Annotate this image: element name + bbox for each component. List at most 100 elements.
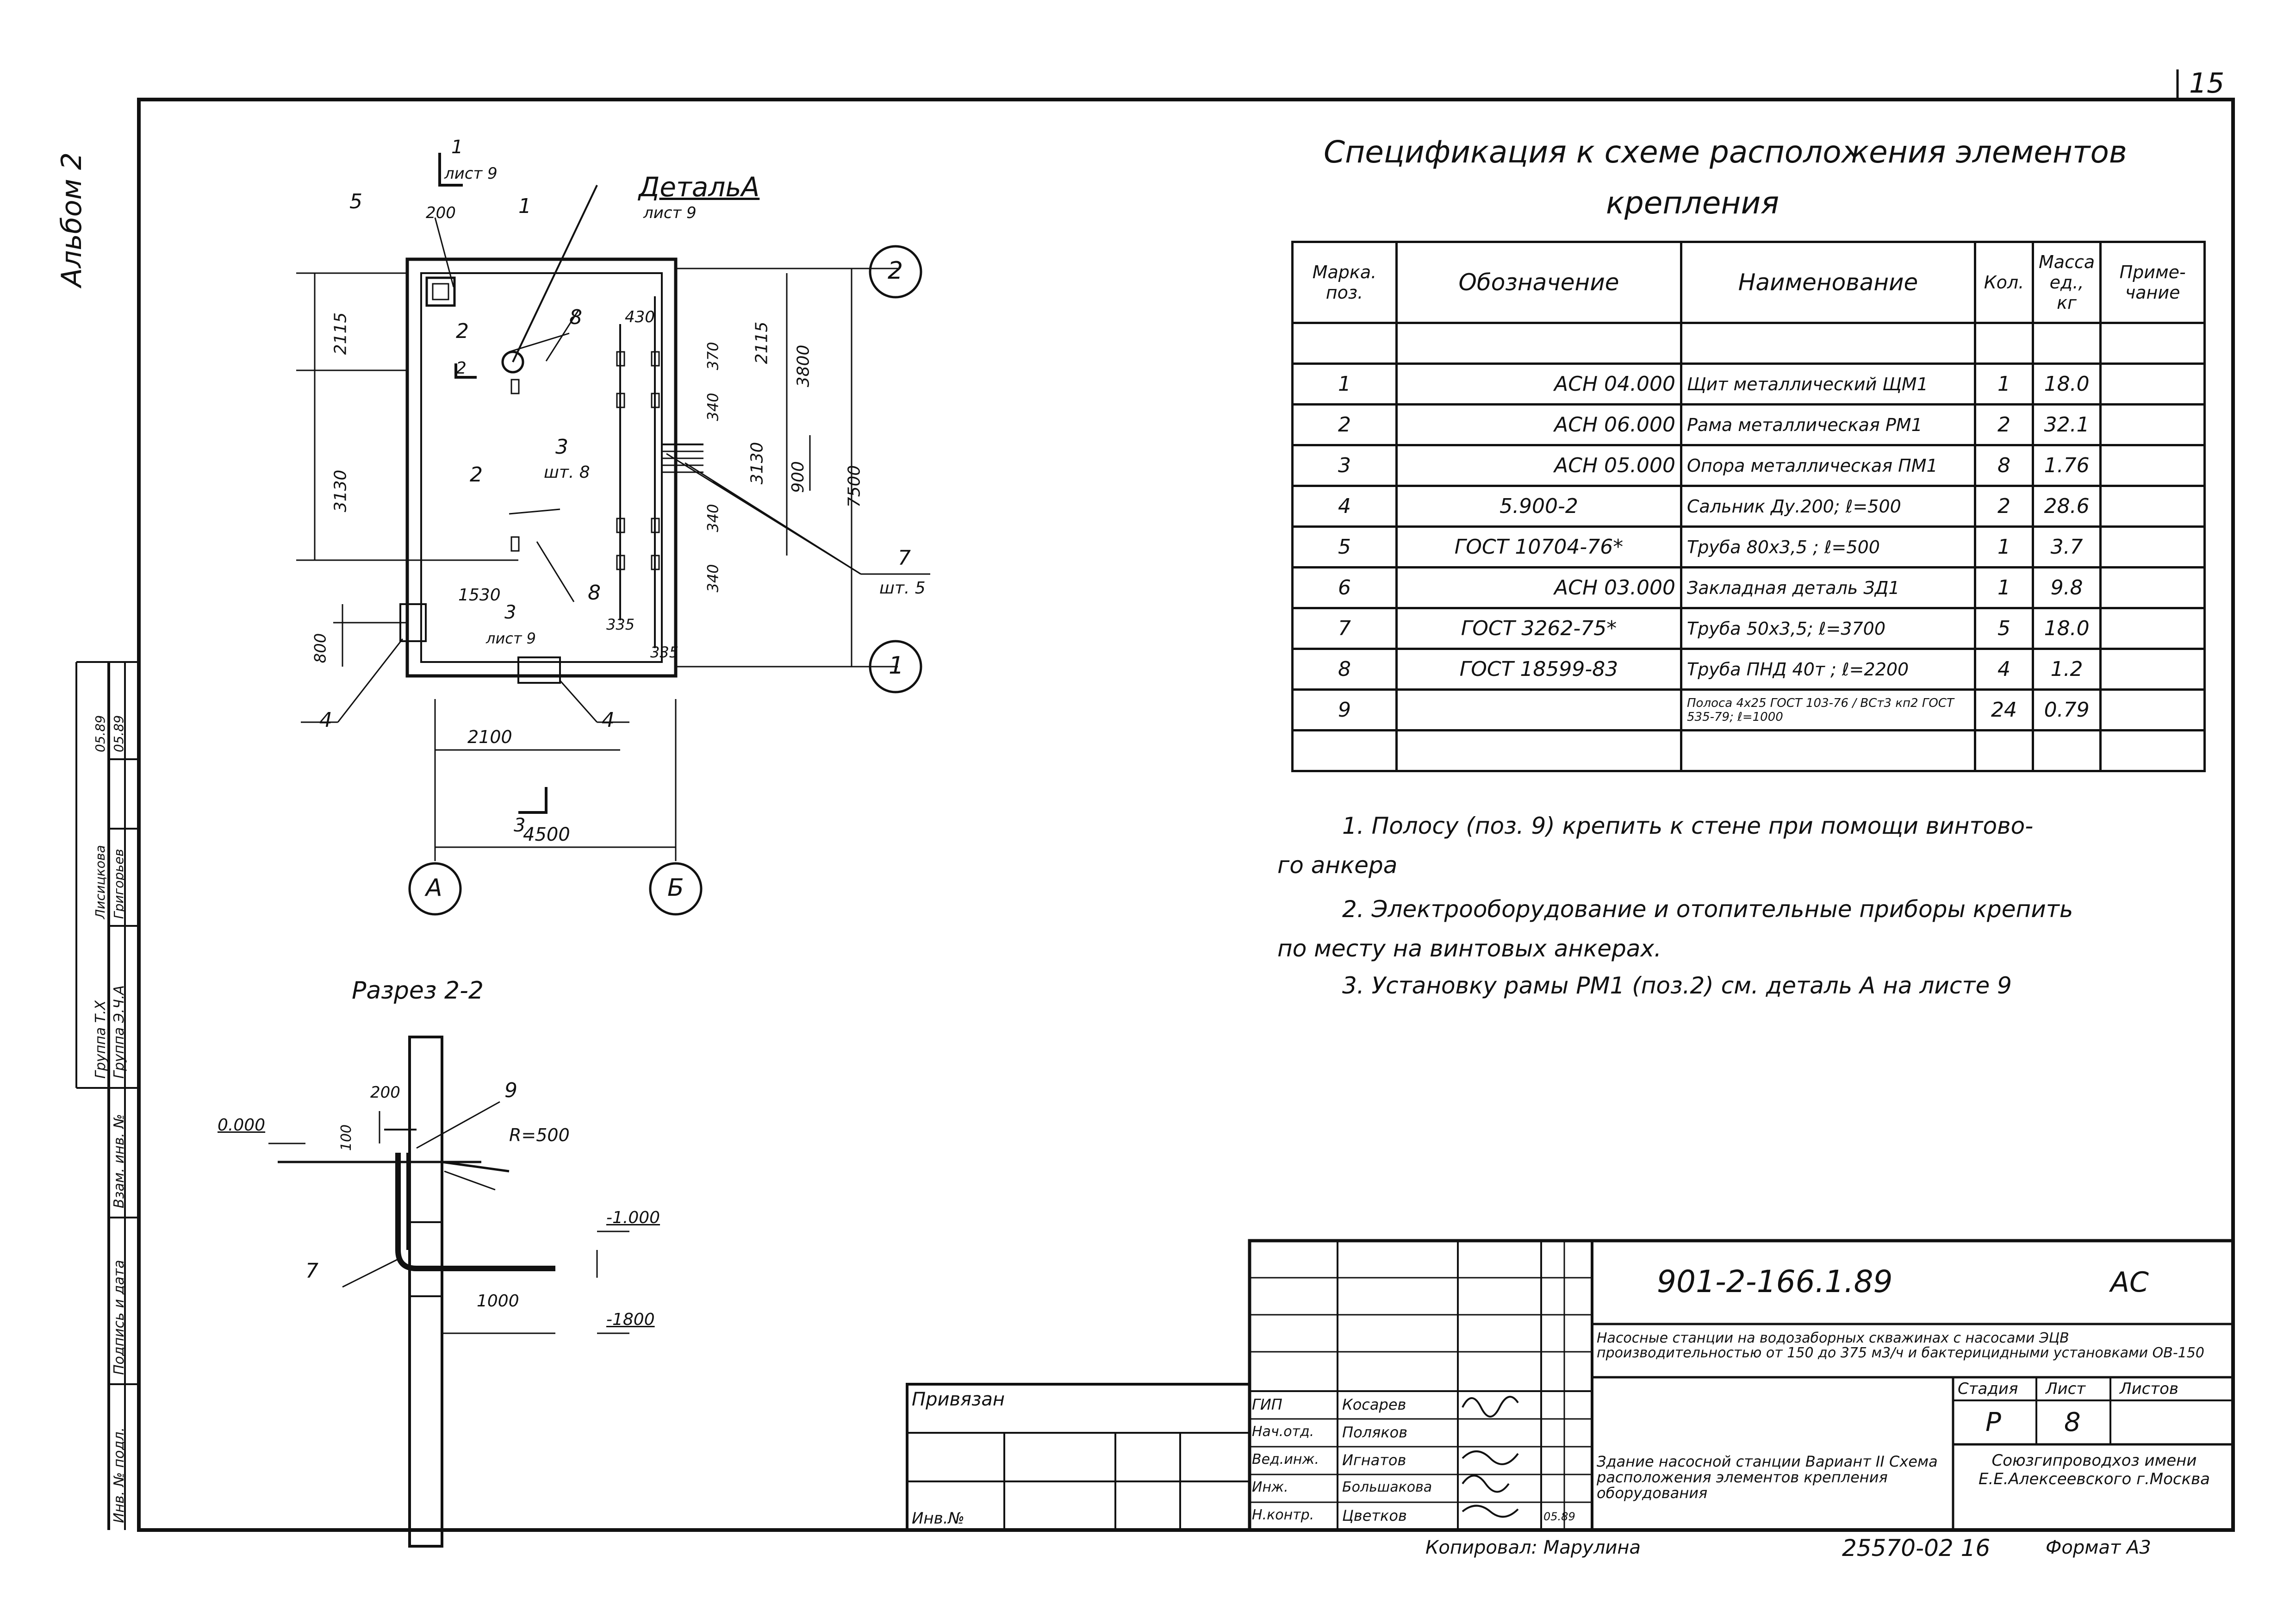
table-row: 2 АСН 06.000 Рама металлическая РМ1 2 32… <box>1291 403 2206 446</box>
row-mark: 7 <box>1291 607 1398 650</box>
sleeve-bottom <box>517 656 561 684</box>
axis-bubble-1 <box>869 640 922 693</box>
note-1b: го анкера <box>1277 852 1398 879</box>
section-wall <box>408 1036 443 1548</box>
sheets-label: Листов <box>2120 1380 2179 1398</box>
col-designation: Обозначение <box>1395 241 1682 324</box>
stage-value: Р <box>1985 1407 2001 1437</box>
note-3: 3. Установку рамы РМ1 (поз.2) см. деталь… <box>1342 972 2012 999</box>
dim-900: 900 <box>788 461 808 493</box>
table-row <box>1291 322 2206 365</box>
section-mark-9: 9 <box>504 1079 517 1102</box>
row-name: Опора металлическая ПМ1 <box>1680 444 1976 487</box>
row-designation: ГОСТ 3262-75* <box>1395 607 1682 650</box>
dim-340a: 340 <box>704 393 722 421</box>
mark-8b: 8 <box>588 581 601 605</box>
cut3-label-b: 3 <box>514 815 526 836</box>
axis-label-B: Б <box>667 874 684 902</box>
section-mark-7: 7 <box>305 1259 318 1283</box>
spec-table: Марка. поз. Обозначение Наименование Кол… <box>1291 241 2206 772</box>
note-1: 1. Полосу (поз. 9) крепить к стене при п… <box>1342 812 2034 839</box>
margin-name2: Григорьев <box>111 849 126 919</box>
row-mass: 3.7 <box>2031 525 2102 568</box>
table-row: 8 ГОСТ 18599-83 Труба ПНД 40т ; ℓ=2200 4… <box>1291 648 2206 691</box>
format-label: Формат А3 <box>2046 1537 2151 1558</box>
cut3-sheet: лист 9 <box>486 630 536 647</box>
dim-800: 800 <box>311 633 330 663</box>
plan-outer-wall <box>405 257 678 678</box>
col-mass: Масса ед., кг <box>2031 241 2102 324</box>
row-mark: 5 <box>1291 525 1398 568</box>
row-name: Труба 50х3,5; ℓ=3700 <box>1680 607 1976 650</box>
row-note <box>2099 362 2206 406</box>
col-name: Наименование <box>1680 241 1976 324</box>
mark-8a: 8 <box>569 306 582 329</box>
row-qty: 1 <box>1974 362 2034 406</box>
role-gip: ГИП <box>1252 1396 1282 1413</box>
row-note <box>2099 403 2206 446</box>
section-elev0: 0.000 <box>218 1116 266 1135</box>
row-note <box>2099 485 2206 528</box>
mark-4b: 4 <box>602 708 615 732</box>
table-row: 7 ГОСТ 3262-75* Труба 50х3,5; ℓ=3700 5 1… <box>1291 607 2206 650</box>
row-designation: АСН 05.000 <box>1395 444 1682 487</box>
note-2: 2. Электрооборудование и отопительные пр… <box>1342 896 2073 923</box>
margin-vzam: Взам. инв. № <box>111 1114 127 1208</box>
dim-3130b: 3130 <box>747 442 767 485</box>
dim-7500: 7500 <box>845 465 864 508</box>
mark-7: 7 <box>898 546 911 570</box>
shield-mark-1 <box>425 276 456 307</box>
spec-title-line2: крепления <box>1606 185 1780 221</box>
project-title: Насосные станции на водозаборных скважин… <box>1597 1330 2204 1361</box>
cut1-sheet: лист 9 <box>444 164 498 183</box>
margin-group-tx: Группа Т.Х <box>93 1000 109 1079</box>
row-name: Рама металлическая РМ1 <box>1680 403 1976 446</box>
row-mass: 1.76 <box>2031 444 2102 487</box>
row-designation: АСН 03.000 <box>1395 566 1682 609</box>
row-designation: АСН 06.000 <box>1395 403 1682 446</box>
row-mark: 6 <box>1291 566 1398 609</box>
margin-inv-orig: Инв. № подл. <box>111 1427 127 1523</box>
row-mark: 1 <box>1291 362 1398 406</box>
table-row: 1 АСН 04.000 Щит металлический ЩМ1 1 18.… <box>1291 362 2206 406</box>
dim-2115a: 2115 <box>331 312 350 355</box>
row-qty: 8 <box>1974 444 2034 487</box>
dim-340b: 340 <box>704 504 722 532</box>
table-row: 4 5.900-2 Сальник Ду.200; ℓ=500 2 28.6 <box>1291 485 2206 528</box>
dim-2100: 2100 <box>467 727 512 747</box>
row-mass: 18.0 <box>2031 607 2102 650</box>
table-row: 5 ГОСТ 10704-76* Труба 80х3,5 ; ℓ=500 1 … <box>1291 525 2206 568</box>
row-designation <box>1395 688 1682 731</box>
axis-label-1: 1 <box>889 652 904 680</box>
section-elev2: -1800 <box>606 1310 655 1329</box>
axis-bubble-A <box>408 862 462 916</box>
dim-335a: 335 <box>606 616 635 633</box>
dim-2115b: 2115 <box>752 321 772 364</box>
row-qty: 1 <box>1974 525 2034 568</box>
axis-label-A: А <box>426 874 442 902</box>
row-designation: АСН 04.000 <box>1395 362 1682 406</box>
dim-1530: 1530 <box>458 586 501 605</box>
row-designation: ГОСТ 18599-83 <box>1395 648 1682 691</box>
binding-block <box>906 1383 1251 1531</box>
doc-code: 901-2-166.1.89 <box>1657 1264 1893 1299</box>
section-pipe <box>395 1153 555 1271</box>
row-mark: 9 <box>1291 688 1398 731</box>
sheet-title: Здание насосной станции Вариант II Схема… <box>1597 1453 1938 1502</box>
stage-label: Стадия <box>1958 1380 2018 1398</box>
col-qty: Кол. <box>1974 241 2034 324</box>
cut1-label: 1 <box>451 137 463 158</box>
margin-group-ea: Группа Э.Ч.А <box>111 985 127 1079</box>
row-qty: 2 <box>1974 485 2034 528</box>
doc-mark: АС <box>2110 1266 2149 1299</box>
note-2b: по месту на винтовых анкерах. <box>1277 935 1661 962</box>
role-nach: Нач.отд. <box>1252 1424 1314 1440</box>
spec-header-row: Марка. поз. Обозначение Наименование Кол… <box>1291 241 2206 324</box>
row-qty: 5 <box>1974 607 2034 650</box>
bound-label: Привязан <box>912 1389 1005 1410</box>
dim-340c: 340 <box>704 564 722 593</box>
mark-4a: 4 <box>319 708 332 732</box>
dim-4500: 4500 <box>523 824 570 845</box>
